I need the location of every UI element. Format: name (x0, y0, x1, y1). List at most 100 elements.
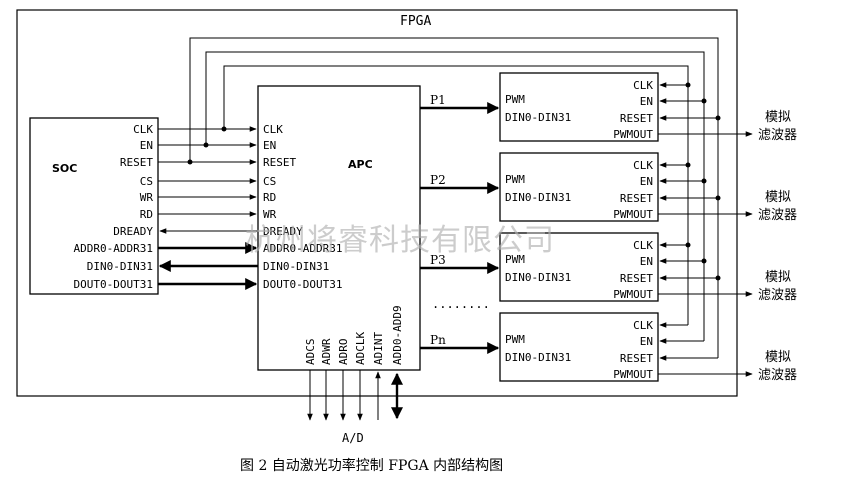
apc-block (257, 85, 421, 371)
junction-dot (685, 242, 691, 248)
pwm-label: PWM (505, 253, 525, 266)
apc-signal-addr0-addr31: ADDR0-ADDR31 (263, 242, 342, 255)
filter-label-line2: 滤波器 (758, 368, 797, 383)
watermark: 杭州将睿科技有限公司 (245, 223, 555, 258)
pwm-signal-reset: RESET (620, 352, 653, 365)
port-p2: P2 (430, 173, 446, 187)
pwm-block-frame (499, 72, 659, 142)
pwm-block-frame (499, 152, 659, 222)
pwm-signal-reset: RESET (620, 272, 653, 285)
soc-apc-bus (158, 126, 258, 290)
apc-signal-reset: RESET (263, 156, 296, 169)
soc-signal-clk: CLK (133, 123, 153, 136)
soc-signal-dready: DREADY (113, 225, 153, 238)
pwm-blocks: PWMDIN0-DIN31CLKENRESETPWMOUT模拟滤波器PWMDIN… (499, 72, 797, 383)
filter-label-line1: 模拟 (765, 270, 791, 285)
pwm-signal-clk: CLK (633, 79, 653, 92)
port-p1: P1 (430, 93, 446, 107)
apc-ad-signal-add0-add9: ADD0-ADD9 (391, 305, 404, 365)
apc-signal-rd: RD (263, 191, 276, 204)
pwm-signal-pwmout: PWMOUT (613, 128, 653, 141)
apc-signal-labels: CLK EN RESET CS RD WR DREADY ADDR0-ADDR31DIN0-D… (263, 123, 342, 291)
apc-ad-signal-adint: ADINT (372, 332, 385, 365)
pwm-signal-clk: CLK (633, 159, 653, 172)
pwm-label: PWM (505, 173, 525, 186)
pwm-din-label: DIN0-DIN31 (505, 191, 571, 204)
junction-dot (685, 162, 691, 168)
apc-ports: P1P2P3Pn........ (420, 93, 500, 354)
apc-signal-en: EN (263, 139, 276, 152)
junction-dot (221, 126, 227, 132)
soc-signal-reset: RESET (120, 156, 153, 169)
ports-ellipsis: ........ (432, 297, 490, 311)
soc-signal-en: EN (140, 139, 153, 152)
pwm-din-label: DIN0-DIN31 (505, 271, 571, 284)
soc-signal-rd: RD (140, 208, 153, 221)
apc-signal-din0-din31: DIN0-DIN31 (263, 260, 329, 273)
pwm-signal-en: EN (640, 175, 653, 188)
figure-caption: 图 2 自动激光功率控制 FPGA 内部结构图 (240, 457, 503, 474)
soc-signal-addr0-addr31: ADDR0-ADDR31 (74, 242, 153, 255)
apc-signal-dready: DREADY (263, 225, 303, 238)
port-pn: Pn (430, 333, 446, 347)
pwm-signal-pwmout: PWMOUT (613, 368, 653, 381)
soc-signal-cs: CS (140, 175, 153, 188)
soc-signal-labels: CLK EN RESET CS WR RD DREADY ADDR0-ADDR31DIN0-D… (74, 123, 154, 291)
apc-ad-signal-adwr: ADWR (320, 338, 333, 365)
apc-name: APC (348, 158, 373, 171)
pwm-block-frame (499, 312, 659, 382)
junction-dot (715, 115, 721, 121)
soc-name: SOC (52, 162, 77, 175)
pwm-signal-pwmout: PWMOUT (613, 208, 653, 221)
pwm-din-label: DIN0-DIN31 (505, 111, 571, 124)
pwm-din-label: DIN0-DIN31 (505, 351, 571, 364)
apc-signal-dout0-dout31: DOUT0-DOUT31 (263, 278, 342, 291)
apc-signal-clk: CLK (263, 123, 283, 136)
control-feedback-lines (187, 37, 721, 361)
pwm-signal-reset: RESET (620, 192, 653, 205)
junction-dot (203, 142, 209, 148)
junction-dot (715, 195, 721, 201)
pwm-signal-en: EN (640, 335, 653, 348)
junction-dot (701, 258, 707, 264)
soc-signal-wr: WR (140, 191, 154, 204)
apc-ad-signal-adclk: ADCLK (354, 332, 367, 365)
filter-label-line1: 模拟 (765, 350, 791, 365)
filter-label-line2: 滤波器 (758, 288, 797, 303)
filter-label-line2: 滤波器 (758, 128, 797, 143)
ad-label: A/D (342, 431, 364, 445)
soc-signal-dout0-dout31: DOUT0-DOUT31 (74, 278, 153, 291)
pwm-label: PWM (505, 93, 525, 106)
pwm-signal-pwmout: PWMOUT (613, 288, 653, 301)
junction-dot (187, 159, 193, 165)
pwm-signal-en: EN (640, 255, 653, 268)
port-p3: P3 (430, 253, 446, 267)
apc-signal-cs: CS (263, 175, 276, 188)
filter-label-line2: 滤波器 (758, 208, 797, 223)
pwm-signal-en: EN (640, 95, 653, 108)
soc-block (29, 117, 159, 295)
pwm-signal-clk: CLK (633, 239, 653, 252)
pwm-label: PWM (505, 333, 525, 346)
filter-label-line1: 模拟 (765, 110, 791, 125)
loop-line-2 (223, 65, 689, 325)
apc-ad-signal-adro: ADRO (337, 339, 350, 366)
junction-dot (701, 178, 707, 184)
pwm-signal-clk: CLK (633, 319, 653, 332)
apc-signal-wr: WR (263, 208, 277, 221)
ad-lines (307, 370, 403, 421)
fpga-boundary (16, 9, 738, 397)
pwm-block-frame (499, 232, 659, 302)
junction-dot (685, 82, 691, 88)
apc-ad-signal-adcs: ADCS (304, 339, 317, 366)
filter-label-line1: 模拟 (765, 190, 791, 205)
soc-signal-din0-din31: DIN0-DIN31 (87, 260, 153, 273)
junction-dot (701, 98, 707, 104)
pwm-signal-reset: RESET (620, 112, 653, 125)
